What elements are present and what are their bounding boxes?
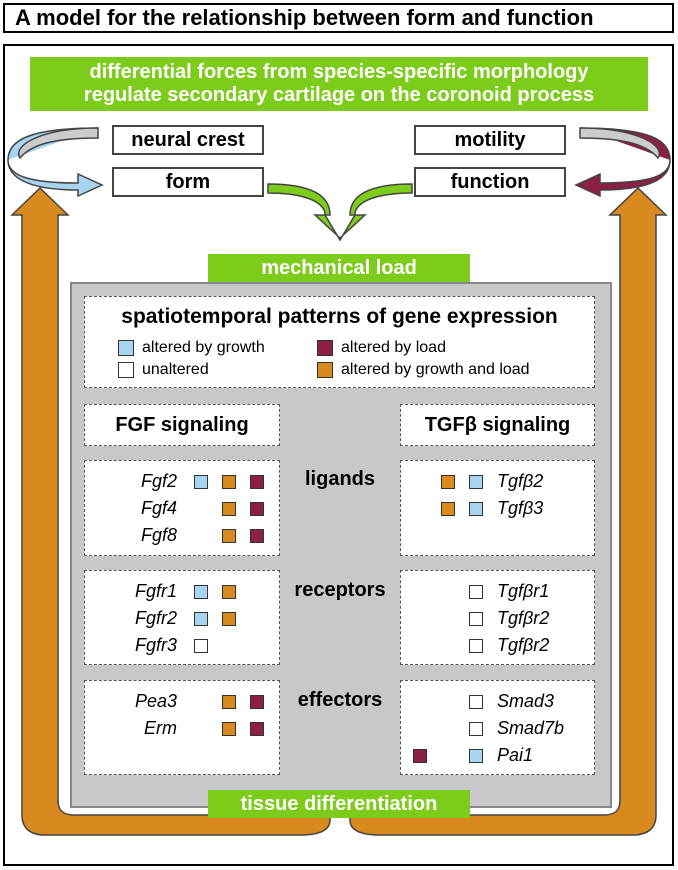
stage-ligands: ligands: [304, 468, 375, 490]
fgfr1-growth: [194, 585, 208, 599]
both-swatch: [317, 362, 333, 378]
function-box: function: [414, 167, 566, 197]
smad3-unaltered: [469, 695, 483, 709]
legend-growth-label: altered by growth: [142, 339, 265, 356]
fgf2-both: [222, 475, 236, 489]
fgf-ligands-box: Fgf2 Fgf4 Fgf8: [84, 460, 280, 556]
fgf4-both: [222, 502, 236, 516]
tgfb3-growth: [469, 502, 483, 516]
fgf-receptors-box: Fgfr1 Fgfr2 Fgfr3: [84, 570, 280, 665]
gene-label: Tgfβ3: [497, 498, 544, 518]
gene-label: Fgfr1: [134, 581, 177, 601]
merge-arrow: [267, 183, 413, 242]
gene-label: Fgf2: [140, 471, 177, 491]
gene-label: Fgf8: [140, 525, 177, 545]
gene-label: Erm: [144, 718, 177, 738]
fgfr2-growth: [194, 612, 208, 626]
fgf2-load: [250, 475, 264, 489]
legend-unaltered-label: unaltered: [142, 361, 209, 378]
legend-unaltered: unaltered: [118, 361, 209, 379]
right-feedback-arrow: [349, 186, 668, 836]
pea3-load: [250, 695, 264, 709]
legend-load: altered by load: [317, 339, 446, 357]
header-line-1: differential forces from species-specifi…: [89, 61, 589, 83]
gene-label: Tgfβr2: [497, 608, 550, 628]
fgf-title: FGF signaling: [84, 404, 280, 446]
tgfb-title: TGFβ signaling: [400, 404, 595, 446]
tgfb2-growth: [469, 475, 483, 489]
header-line-2: regulate secondary cartilage on the coro…: [83, 84, 595, 106]
gene-label: Fgf4: [140, 498, 177, 518]
fgfr2-both: [222, 612, 236, 626]
fgfr1-both: [222, 585, 236, 599]
tgfbr2b-unaltered: [469, 639, 483, 653]
gene-label: Pea3: [134, 691, 177, 711]
erm-load: [250, 722, 264, 736]
outer-frame: [3, 44, 674, 866]
gene-label: Pai1: [497, 745, 534, 765]
unaltered-swatch: [118, 362, 134, 378]
fgf8-both: [222, 529, 236, 543]
smad7b-unaltered: [469, 722, 483, 736]
erm-both: [222, 722, 236, 736]
legend-growth: altered by growth: [118, 339, 265, 357]
legend-title: spatiotemporal patterns of gene expressi…: [121, 305, 558, 328]
fgf4-load: [250, 502, 264, 516]
gene-label: Tgfβr1: [497, 581, 550, 601]
stage-receptors: receptors: [294, 579, 386, 601]
tgfbr1-unaltered: [469, 585, 483, 599]
load-swatch: [317, 340, 333, 356]
motility-box: motility: [414, 125, 566, 155]
legend-both: altered by growth and load: [317, 361, 530, 379]
fgf8-load: [250, 529, 264, 543]
gene-label: Fgfr2: [134, 608, 177, 628]
gene-label: Smad7b: [497, 718, 565, 738]
gene-label: Tgfβ2: [497, 471, 544, 491]
header-banner: differential forces from species-specifi…: [30, 57, 648, 111]
left-cycle-arrow-top: [17, 127, 99, 160]
neural-crest-box: neural crest: [112, 125, 264, 155]
pai1-growth: [469, 749, 483, 763]
gene-label: Fgfr3: [134, 635, 177, 655]
pea3-both: [222, 695, 236, 709]
stage-effectors: effectors: [297, 689, 383, 711]
tgfb-ligands-box: Tgfβ2 Tgfβ3: [400, 460, 595, 556]
left-feedback-arrow: [10, 186, 331, 836]
tissue-differentiation-banner: tissue differentiation: [208, 790, 470, 818]
tgfbr2-unaltered: [469, 612, 483, 626]
tgfb-effectors-box: Smad3 Smad7b Pai1: [400, 680, 595, 775]
fgf-effectors-box: Pea3 Erm: [84, 680, 280, 775]
tgfb3-both: [441, 502, 455, 516]
tgfb-receptors-box: Tgfβr1 Tgfβr2 Tgfβr2: [400, 570, 595, 665]
fgf2-growth: [194, 475, 208, 489]
legend-box: spatiotemporal patterns of gene expressi…: [84, 296, 595, 388]
right-cycle-arrow-top: [579, 127, 661, 160]
form-box: form: [112, 167, 264, 197]
fgfr3-unaltered: [194, 639, 208, 653]
legend-load-label: altered by load: [341, 339, 446, 356]
gene-label: Smad3: [497, 691, 555, 711]
pai1-load: [413, 749, 427, 763]
legend-both-label: altered by growth and load: [341, 361, 530, 378]
mechanical-load-banner: mechanical load: [208, 254, 470, 282]
figure-title: A model for the relationship between for…: [3, 3, 674, 33]
tgfb2-both: [441, 475, 455, 489]
growth-swatch: [118, 340, 134, 356]
gene-label: Tgfβr2: [497, 635, 550, 655]
